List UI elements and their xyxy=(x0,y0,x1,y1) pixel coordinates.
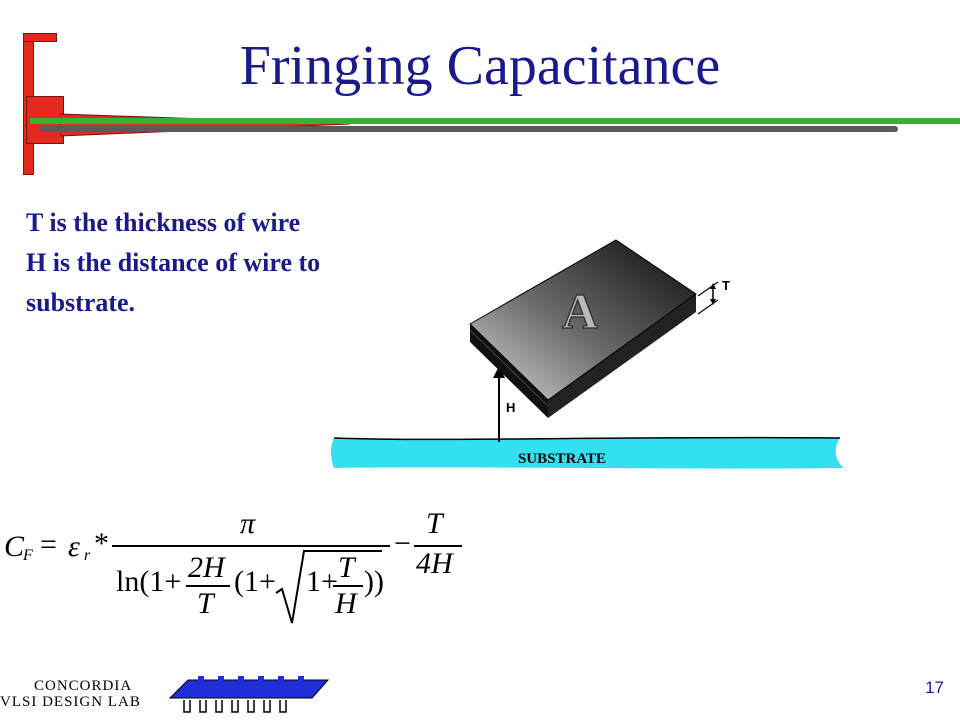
description-line-distance: H is the distance of wire to xyxy=(26,248,321,277)
block-label: A xyxy=(562,283,598,339)
deco-pointer xyxy=(60,113,351,137)
logo-line-concordia: CONCORDIA xyxy=(34,678,133,694)
description-line-thickness: T is the thickness of wire xyxy=(26,208,301,237)
formula-lhs-sub: F xyxy=(23,547,33,564)
substrate-label: SUBSTRATE xyxy=(518,451,606,467)
slab-side-right xyxy=(548,294,696,418)
logo-line-vlsi: VLSI DESIGN LAB xyxy=(0,694,141,710)
formula-ln: ln(1+ xyxy=(116,565,182,598)
slab-top-face xyxy=(469,239,697,401)
formula-close: )) xyxy=(364,565,384,598)
formula-h-inner: H xyxy=(335,587,357,620)
description-line-substrate: substrate. xyxy=(26,288,136,317)
fringing-capacitance-formula: C F = ε r * π ln(1+ 2H T (1+ 1+ T H )) −… xyxy=(0,505,470,630)
formula-t-denom: T xyxy=(197,587,214,620)
formula-times: * xyxy=(94,527,109,560)
formula-one-plus: 1+ xyxy=(306,565,338,598)
substrate-top-edge xyxy=(333,436,841,441)
formula-minus: − xyxy=(394,527,411,560)
wire-substrate-diagram: SUBSTRATE H A T xyxy=(331,239,844,469)
formula-eq: = xyxy=(40,528,57,561)
formula-four-h: 4H xyxy=(416,547,453,580)
title-rule xyxy=(30,118,960,124)
slab-side-front xyxy=(470,324,548,418)
page-number: 17 xyxy=(925,678,944,697)
substrate-shape xyxy=(331,437,844,469)
title-rule-shadow xyxy=(40,126,898,132)
slide-title: Fringing Capacitance xyxy=(239,35,721,97)
formula-eps: ε xyxy=(68,530,80,563)
formula-t-num2: T xyxy=(426,507,443,540)
formula-numerator: π xyxy=(240,507,256,540)
formula-main-fraction-line xyxy=(112,545,390,547)
height-label: H xyxy=(506,400,515,415)
chip-icon xyxy=(168,676,330,713)
formula-sqrt-sign xyxy=(275,550,382,624)
height-arrow-head xyxy=(493,366,505,378)
thickness-label: T xyxy=(722,278,730,293)
formula-eps-sub: r xyxy=(84,547,91,564)
formula-two-h: 2H xyxy=(188,551,225,584)
formula-lhs: C xyxy=(4,530,25,563)
formula-open: (1+ xyxy=(234,565,276,598)
deco-top-bar xyxy=(23,33,57,42)
formula-t-inner: T xyxy=(338,551,355,584)
